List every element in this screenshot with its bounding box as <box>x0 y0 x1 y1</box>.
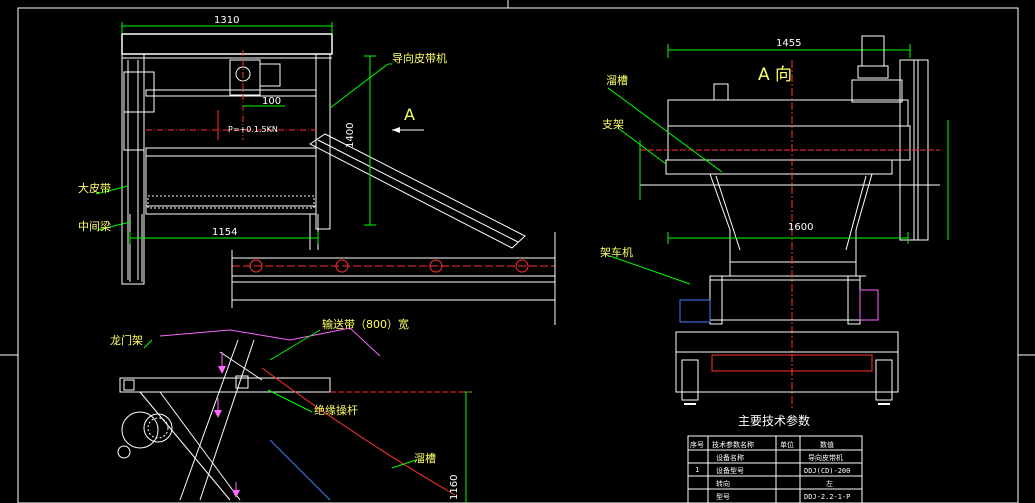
side-view: A 向 1455 1600 <box>639 35 949 410</box>
header-cell: 单位 <box>780 440 794 449</box>
table-cell: 左 <box>826 479 833 488</box>
table-cell: 转向 <box>716 479 730 488</box>
callout-gantry: 龙门架 <box>110 333 143 347</box>
hopper <box>709 173 873 263</box>
table-cell: 导向皮带机 <box>808 453 843 462</box>
table-cell: DDJ(CD)-200 <box>804 467 850 475</box>
front-view: 1310 100 P=+0.1.5KN 1154 1400 A <box>121 15 526 285</box>
callout-chute-bottom: 溜槽 <box>414 451 436 465</box>
inclined-conveyor <box>309 133 526 249</box>
callout-middle-beam: 中间梁 <box>78 219 111 233</box>
callout-guide-belt: 导向皮带机 <box>392 51 447 65</box>
chute-body <box>667 99 909 127</box>
side-view-title: A 向 <box>758 65 792 85</box>
callout-chute: 溜槽 <box>606 73 628 87</box>
right-column <box>315 53 331 230</box>
dim-top-front: 1310 <box>214 15 239 26</box>
callout-labels: 导向皮带机 大皮带 中间梁 龙门架 输送带（800）宽 绝缘操杆 溜槽 溜槽 支… <box>78 51 633 465</box>
table-cell: 设备型号 <box>716 466 744 475</box>
callouts <box>95 63 723 469</box>
table-cell: 1 <box>695 466 699 474</box>
dim-inner-front: 100 <box>262 96 281 107</box>
callout-tripper: 架车机 <box>600 245 633 259</box>
tripper-car <box>709 279 861 321</box>
left-column <box>121 53 145 285</box>
top-beam <box>121 33 333 55</box>
gantry-beam <box>119 377 331 393</box>
dim-bottom-front: 1154 <box>212 227 237 238</box>
header-cell: 技术参数名称 <box>712 440 754 449</box>
callout-support: 支架 <box>602 118 624 131</box>
big-belt-frame <box>145 147 317 215</box>
dim-top-side: 1455 <box>776 38 801 49</box>
force-label: P=+0.1.5KN <box>228 125 278 134</box>
callout-conveyor-belt: 输送带（800）宽 <box>322 317 409 331</box>
callout-insulation-rod: 绝缘操杆 <box>314 403 358 417</box>
params-title: 主要技术参数 <box>738 413 810 428</box>
dim-bottom-side: 1600 <box>788 222 813 233</box>
dim-height-front: 1400 <box>345 123 356 148</box>
view-arrow-label: A <box>404 105 415 124</box>
dim-vertical-bottom: 1160 <box>449 475 460 500</box>
rail-track <box>231 232 556 325</box>
table-cell: DDJ-2.2-1-P <box>804 493 850 501</box>
table-cell: 设备名称 <box>716 453 744 462</box>
params-table: 主要技术参数 序号 技术参数名称 单位 数值 1 设备名称 导向皮带机 设备型号… <box>687 413 863 503</box>
header-cell: 序号 <box>690 440 704 449</box>
bottom-view: 1160 <box>117 327 472 503</box>
callout-big-belt: 大皮带 <box>78 181 111 195</box>
header-cell: 数值 <box>820 440 834 449</box>
profile-curve <box>159 327 381 357</box>
table-cell: 型号 <box>716 492 730 501</box>
motor <box>861 35 885 67</box>
